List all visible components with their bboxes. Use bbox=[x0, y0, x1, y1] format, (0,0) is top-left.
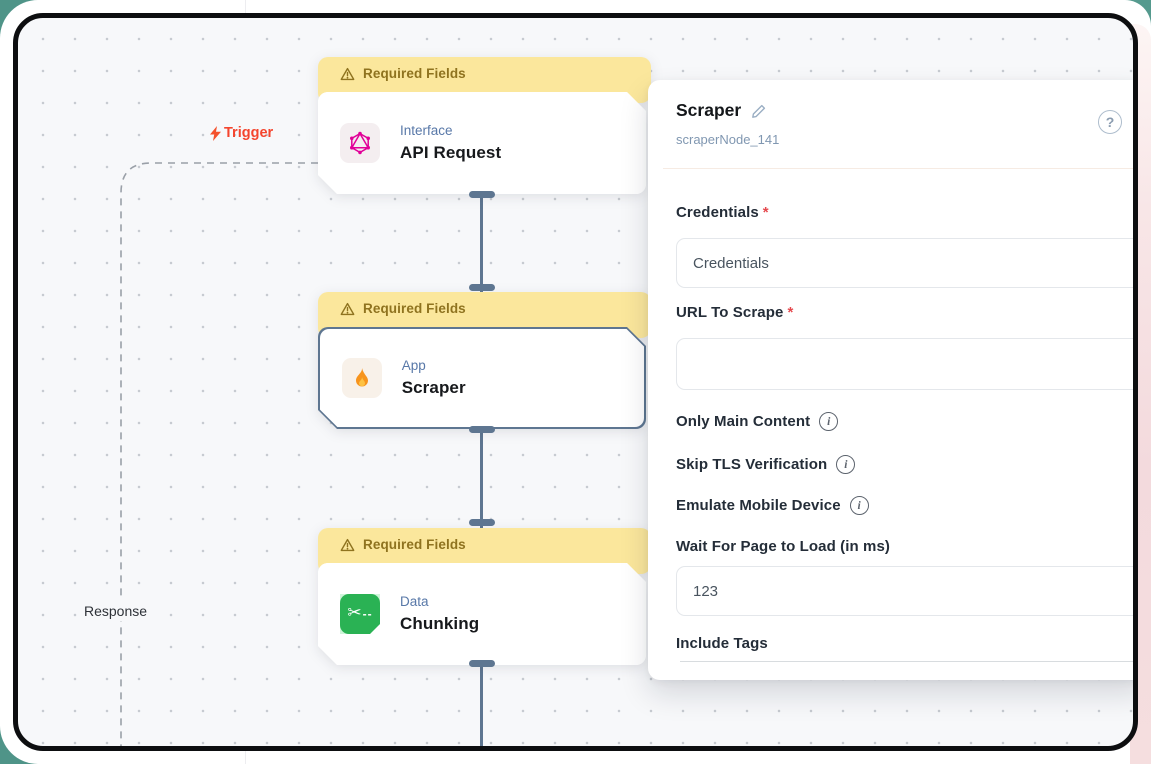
url-to-scrape-input[interactable] bbox=[676, 338, 1133, 390]
emulate-mobile-row: Emulate Mobile Device i bbox=[676, 496, 869, 515]
only-main-content-label: Only Main Content bbox=[676, 413, 811, 430]
node-id: scraperNode_141 bbox=[676, 132, 780, 147]
warning-icon bbox=[340, 302, 355, 316]
trigger-label: Trigger bbox=[209, 125, 273, 141]
banner-label: Required Fields bbox=[363, 537, 466, 552]
banner-label: Required Fields bbox=[363, 66, 466, 81]
wait-for-load-label: Wait For Page to Load (in ms) bbox=[676, 538, 891, 555]
page-gridline bbox=[245, 0, 246, 13]
node-config-panel: Scraper scraperNode_141 ? Credentials* U… bbox=[648, 80, 1133, 680]
node-category: Data bbox=[400, 594, 429, 609]
response-label: Response bbox=[79, 601, 153, 621]
info-icon[interactable]: i bbox=[849, 496, 869, 515]
edge-node1-node2 bbox=[480, 194, 483, 292]
node-title: Scraper bbox=[401, 378, 466, 397]
wait-for-load-input[interactable] bbox=[676, 566, 1133, 616]
info-icon[interactable]: i bbox=[819, 412, 839, 431]
panel-title: Scraper bbox=[676, 100, 742, 120]
node-category: Interface bbox=[400, 123, 453, 138]
only-main-content-row: Only Main Content i bbox=[676, 412, 839, 431]
edit-pencil-icon[interactable] bbox=[751, 103, 767, 119]
page-gridline bbox=[245, 751, 246, 764]
node-api-request[interactable]: Required Fields bbox=[318, 57, 651, 194]
node-chunking[interactable]: Required Fields ✂-- Data Chunking bbox=[318, 528, 651, 665]
include-tags-label: Include Tags bbox=[676, 635, 768, 652]
input-port-node3[interactable] bbox=[469, 519, 495, 526]
url-to-scrape-label: URL To Scrape* bbox=[676, 304, 794, 321]
scissors-icon: ✂-- bbox=[340, 594, 380, 634]
edge-node3-out bbox=[480, 663, 483, 746]
node-title: API Request bbox=[400, 143, 502, 162]
info-icon[interactable]: i bbox=[836, 455, 856, 474]
output-port-node2[interactable] bbox=[469, 426, 495, 433]
lightning-bolt-icon bbox=[210, 125, 221, 141]
node-category: App bbox=[401, 358, 426, 373]
banner-label: Required Fields bbox=[363, 301, 466, 316]
warning-icon bbox=[340, 67, 355, 81]
edge-node2-node3 bbox=[480, 429, 483, 528]
include-tags-input[interactable] bbox=[680, 661, 1133, 662]
warning-icon bbox=[340, 538, 355, 552]
credentials-label: Credentials* bbox=[676, 204, 769, 221]
output-port-node1[interactable] bbox=[469, 191, 495, 198]
flame-icon bbox=[342, 358, 382, 398]
graphql-icon bbox=[340, 123, 380, 163]
help-icon[interactable]: ? bbox=[1098, 110, 1122, 134]
skip-tls-label: Skip TLS Verification bbox=[676, 456, 828, 473]
credentials-input[interactable] bbox=[676, 238, 1133, 288]
input-port-node2[interactable] bbox=[469, 284, 495, 291]
divider bbox=[663, 168, 1133, 169]
node-scraper[interactable]: Required Fields App Scraper bbox=[318, 292, 651, 429]
skip-tls-row: Skip TLS Verification i bbox=[676, 455, 856, 474]
workflow-canvas[interactable]: Trigger Response Required Fields bbox=[13, 13, 1138, 751]
output-port-node3[interactable] bbox=[469, 660, 495, 667]
node-title: Chunking bbox=[400, 614, 480, 633]
emulate-mobile-label: Emulate Mobile Device bbox=[676, 497, 841, 514]
